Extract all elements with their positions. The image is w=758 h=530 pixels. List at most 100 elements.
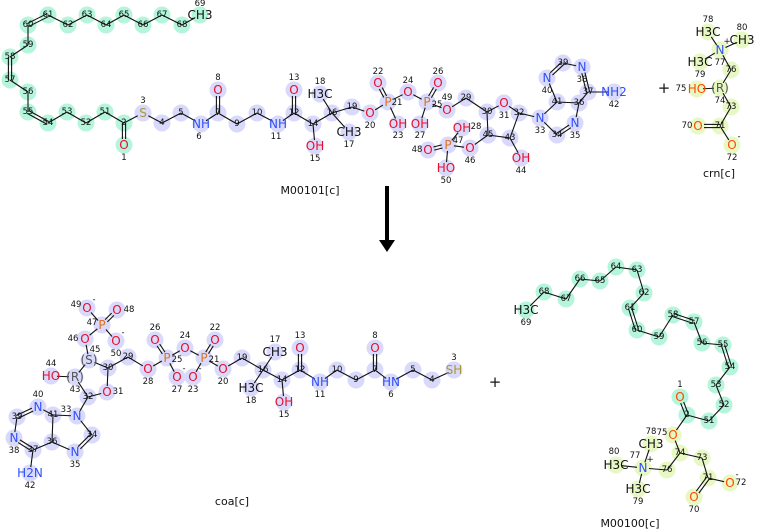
atom-number: 46: [68, 334, 79, 344]
single-bond: [648, 467, 668, 471]
single-bond: [579, 278, 601, 282]
atom-symbol: O: [102, 385, 111, 399]
atom-M00101-29: 29: [461, 93, 472, 103]
atom-M00100-67: 67: [561, 294, 572, 304]
single-bond: [575, 102, 580, 118]
atom-number: 62: [63, 20, 74, 30]
double-bond: [381, 87, 388, 97]
single-bond: [90, 312, 99, 321]
atom-symbol: N: [571, 116, 580, 130]
atom-symbol: O: [119, 138, 128, 152]
atom-charge: +: [646, 455, 653, 465]
atom-M00101-62: 62: [63, 20, 74, 30]
double-bond: [552, 63, 565, 76]
atom-symbol: OH: [389, 117, 407, 131]
atom-number: 48: [124, 305, 135, 315]
atom-number: 75: [676, 84, 687, 94]
single-bond: [351, 106, 365, 112]
atom-number: 43: [505, 133, 516, 143]
atom-M00101-36: 36: [574, 98, 585, 108]
atom-M00100-65: 65: [595, 276, 606, 286]
single-bond: [451, 97, 467, 108]
atom-symbol: P: [163, 351, 170, 365]
atom-highlight: [311, 85, 329, 103]
single-bond: [675, 414, 688, 431]
atom-highlight: [461, 139, 479, 157]
atom-highlight: [733, 31, 751, 49]
double-bond: [156, 345, 163, 355]
atom-coa-28: O28: [143, 362, 154, 387]
atom-M00101-54: 54: [43, 118, 54, 128]
atom-number: 60: [23, 20, 34, 30]
atom-charge: -: [198, 364, 201, 374]
single-bond: [32, 441, 53, 451]
atom-M00101-22: O22: [373, 67, 384, 90]
atom-number: 80: [609, 447, 620, 457]
atom-number: 29: [461, 93, 472, 103]
atom-number: 20: [365, 121, 376, 131]
atom-highlight: [158, 349, 176, 367]
atom-number: 30: [103, 363, 114, 373]
atom-M00100-1: O1: [675, 380, 684, 404]
single-bond: [123, 115, 138, 124]
atom-symbol: CH3: [262, 345, 287, 359]
double-bond: [104, 312, 113, 321]
atom-crn-77: N+77: [715, 37, 731, 68]
atom-number: 56: [23, 87, 34, 97]
atom-symbol: N: [71, 445, 80, 459]
atom-M00101-12: 12: [289, 108, 300, 118]
atom-number: 30: [482, 107, 493, 117]
atom-highlight: [242, 379, 260, 397]
atom-symbol: H2N: [17, 466, 43, 480]
atom-number: 67: [157, 10, 168, 20]
atom-number: 64: [611, 262, 622, 272]
atom-highlight: [214, 360, 232, 378]
atom-number: 41: [48, 410, 59, 420]
atom-M00101-58: 58: [5, 52, 16, 62]
single-bond: [701, 457, 709, 479]
atom-highlight: [176, 339, 194, 357]
atom-number: 66: [138, 20, 149, 30]
atom-symbol: HO: [42, 369, 60, 383]
single-bond: [52, 414, 72, 417]
single-bond: [87, 392, 102, 398]
atom-highlight: [66, 368, 84, 386]
atom-highlight: [438, 101, 456, 119]
atom-symbol: O: [82, 301, 91, 315]
atom-symbol: HO: [437, 161, 455, 175]
atom-charge: -: [92, 295, 95, 305]
compound-label-M00100: M00100[c]: [600, 517, 659, 530]
atom-highlight: [5, 429, 23, 447]
single-bond: [578, 91, 589, 104]
atom-highlight: [76, 330, 94, 348]
atom-number: 10: [252, 108, 263, 118]
atom-symbol: O: [111, 334, 120, 348]
compound-label-M00101: M00101[c]: [280, 184, 339, 197]
single-bond: [94, 361, 109, 369]
atom-coa-37: 37: [28, 445, 39, 455]
atom-symbol: O: [433, 76, 442, 90]
atom-symbol: H3C: [687, 55, 712, 69]
atom-M00101-24: O24: [403, 76, 414, 99]
atom-symbol: O: [213, 83, 222, 97]
atom-number: 69: [195, 0, 206, 9]
atom-crn-74: (R)74: [711, 81, 729, 106]
atom-M00101-67: 67: [157, 10, 168, 20]
single-bond: [710, 36, 718, 46]
atom-M00100-77: N+77: [630, 451, 654, 475]
atom-number: 69: [521, 318, 532, 328]
atom-number: 26: [433, 67, 444, 77]
atom-number: 36: [47, 437, 58, 447]
atom-number: 54: [43, 118, 54, 128]
atom-highlight: [389, 115, 407, 133]
atom-number: 37: [28, 445, 39, 455]
single-bond: [67, 14, 88, 26]
atom-symbol: CH3: [729, 33, 754, 47]
atom-symbol: SH: [446, 363, 463, 377]
